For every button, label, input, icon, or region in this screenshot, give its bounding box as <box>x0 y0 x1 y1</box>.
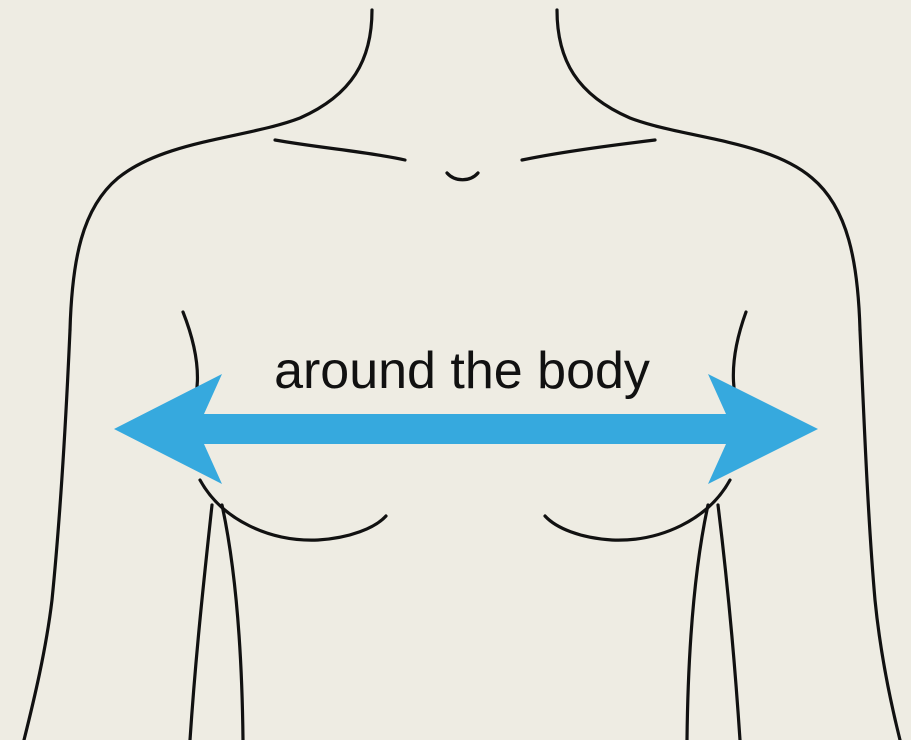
arm-left-inner-back <box>222 505 243 740</box>
arm-right-inner-front <box>718 505 740 740</box>
neck-notch <box>447 173 478 180</box>
breast-right-contour <box>733 312 746 395</box>
torso-left-outline <box>24 330 70 740</box>
collarbone-left <box>275 140 405 160</box>
arm-right-inner-back <box>687 505 708 740</box>
neck-left-line <box>70 10 372 330</box>
measurement-label: around the body <box>274 342 650 400</box>
arm-left-inner-front <box>190 505 212 740</box>
neck-right-line <box>557 10 860 330</box>
breast-left-contour <box>183 312 197 395</box>
torso-right-outline <box>860 330 900 740</box>
collarbone-right <box>522 140 655 160</box>
arrow-shaft <box>200 414 730 444</box>
